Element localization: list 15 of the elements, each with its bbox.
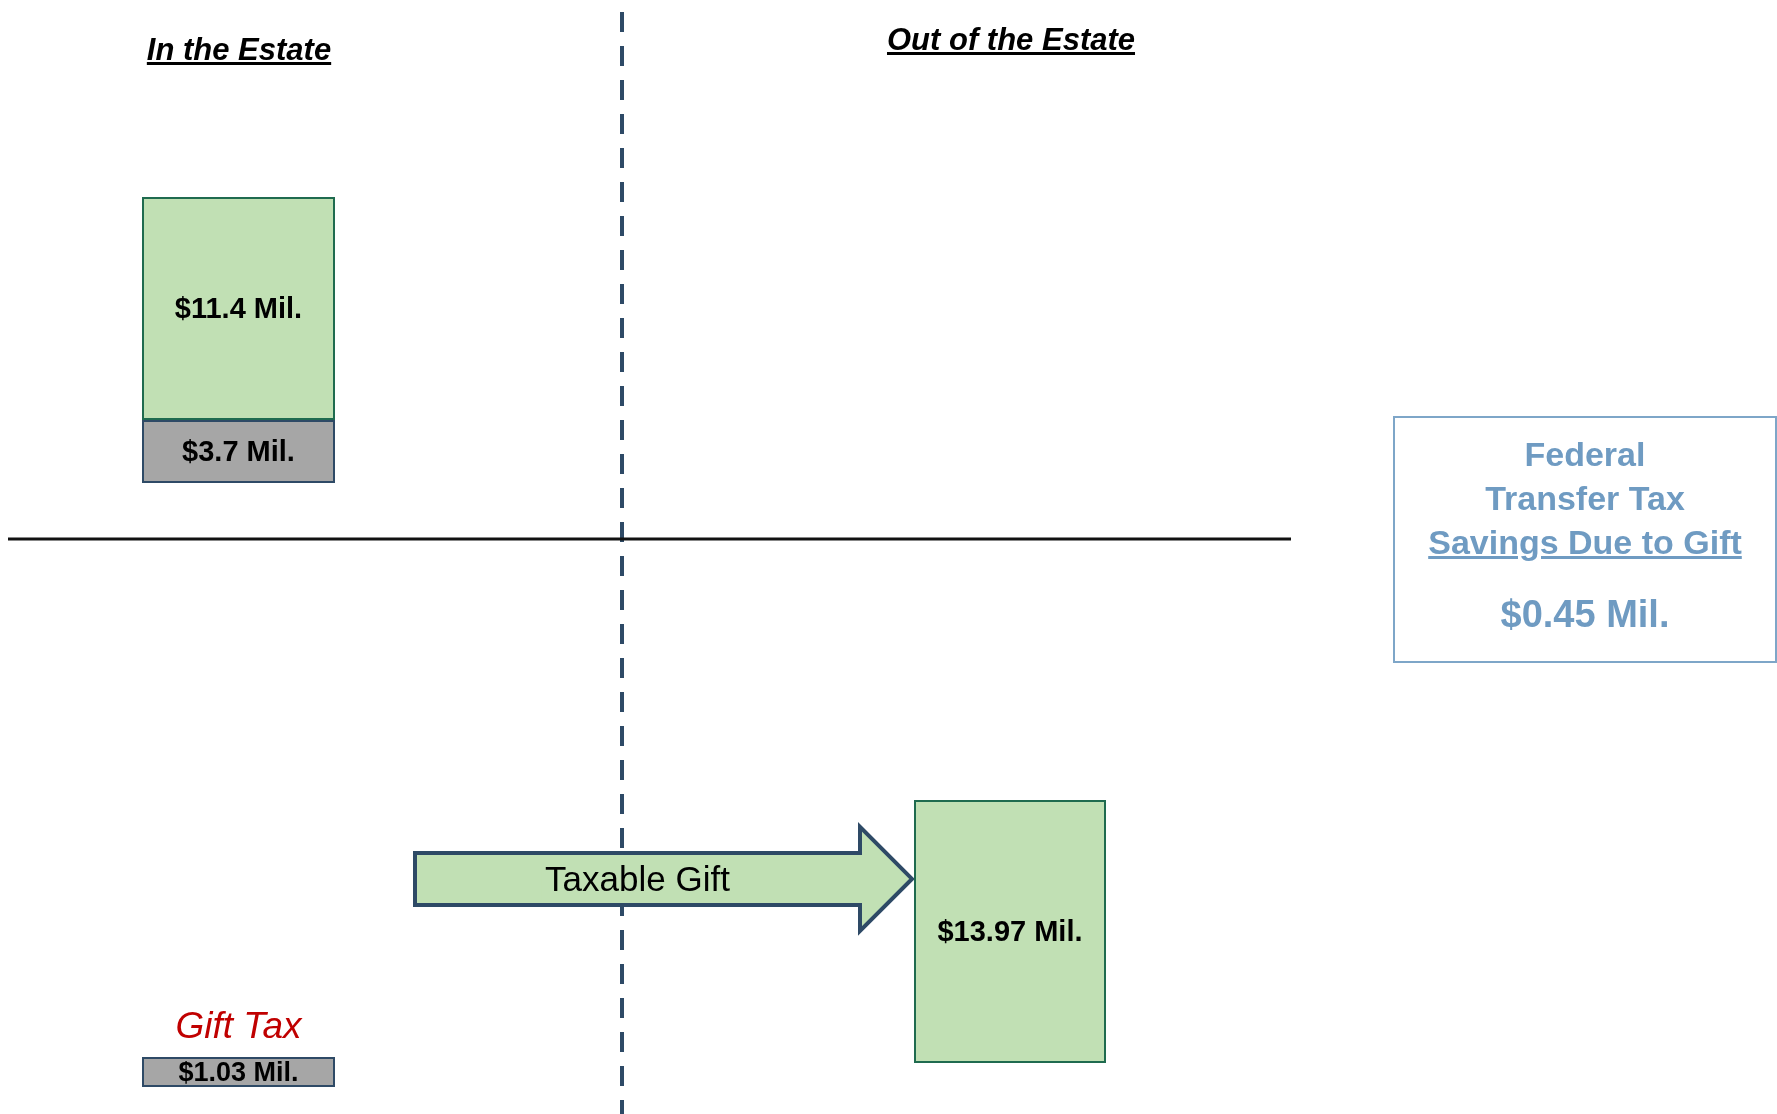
value-label: $1.03 Mil. — [178, 1056, 299, 1088]
value-bar — [142, 197, 335, 420]
savings-panel — [1393, 416, 1777, 663]
panel-heading: Federal Transfer Tax — [1484, 434, 1686, 519]
value-label: $13.97 Mil. — [937, 915, 1083, 948]
panel-heading: Savings Due to Gift — [1428, 522, 1742, 563]
savings-amount: $0.45 Mil. — [1500, 592, 1670, 636]
value-label: $11.4 Mil. — [174, 292, 303, 325]
column-heading: Out of the Estate — [887, 22, 1135, 58]
value-bar — [142, 420, 335, 483]
node-label: Gift Tax — [175, 1005, 302, 1047]
column-heading: In the Estate — [146, 32, 332, 68]
value-bar — [914, 800, 1106, 1063]
value-bar — [142, 1057, 335, 1087]
value-label: $3.7 Mil. — [182, 435, 295, 468]
